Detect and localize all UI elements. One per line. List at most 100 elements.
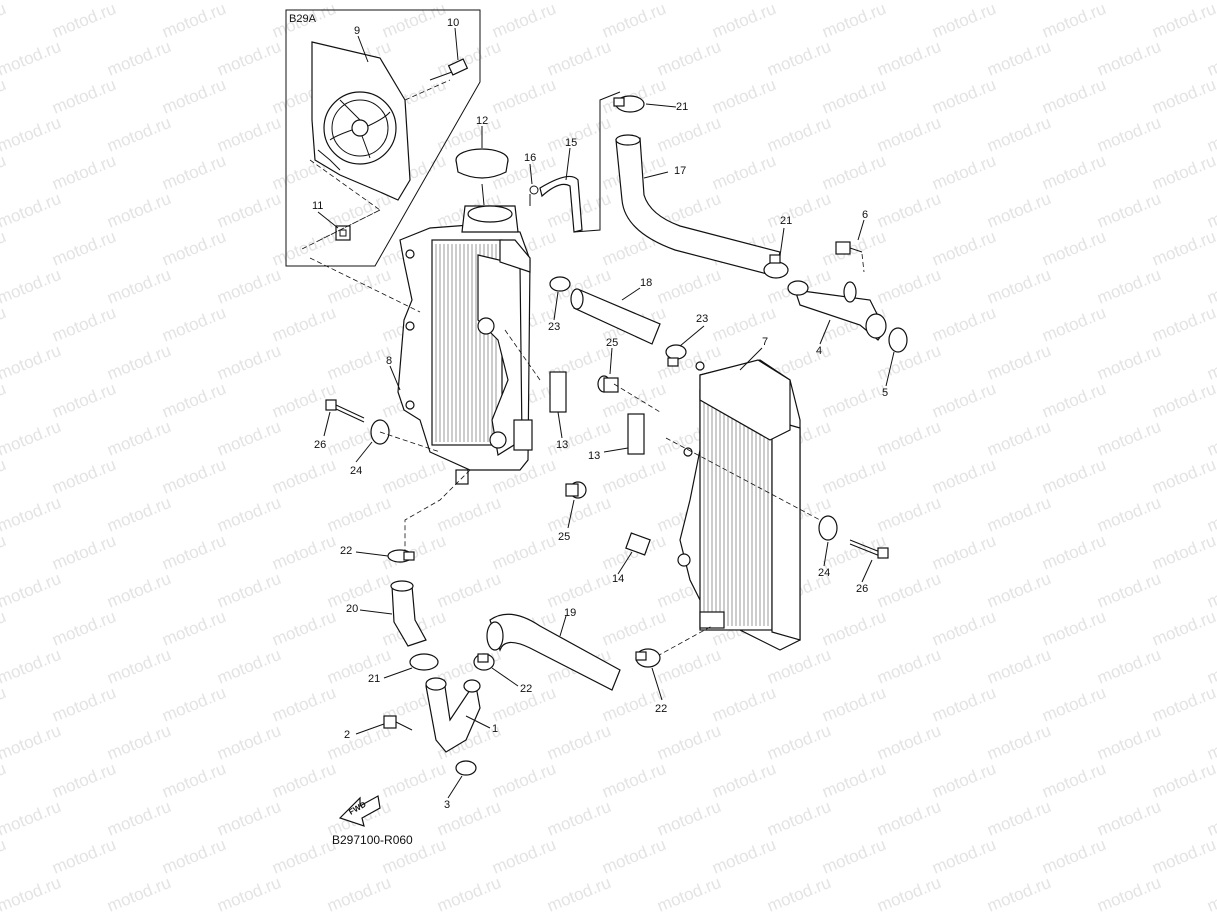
watermark-text: motod.ru <box>929 607 998 650</box>
pad-14-icon <box>625 532 651 556</box>
watermark-text: motod.ru <box>929 379 998 422</box>
watermark-text: motod.ru <box>49 607 118 650</box>
watermark-text: motod.ru <box>1149 0 1217 42</box>
watermark-text: motod.ru <box>1039 531 1108 574</box>
watermark-text: motod.ru <box>104 265 173 308</box>
callout-24-left: 24 <box>350 465 362 477</box>
watermark-text: motod.ru <box>709 683 778 726</box>
callout-13-a: 13 <box>556 439 568 451</box>
watermark-text: motod.ru <box>764 721 833 764</box>
watermark-text: motod.ru <box>929 683 998 726</box>
watermark-text: motod.ru <box>819 607 888 650</box>
watermark-text: motod.ru <box>544 797 613 840</box>
watermark-text: motod.ru <box>0 113 64 156</box>
callout-11: 11 <box>312 200 323 212</box>
watermark-text: motod.ru <box>0 265 64 308</box>
watermark-text: motod.ru <box>929 75 998 118</box>
watermark-text: motod.ru <box>214 493 283 536</box>
watermark-text: motod.ru <box>1149 835 1217 878</box>
watermark-text: motod.ru <box>324 341 393 384</box>
watermark-text: motod.ru <box>0 189 64 232</box>
watermark-text: motod.ru <box>1094 265 1163 308</box>
callout-22-c: 22 <box>655 703 667 715</box>
watermark-text: motod.ru <box>1094 721 1163 764</box>
collar-25-a-icon <box>597 375 619 393</box>
watermark-text: motod.ru <box>874 721 943 764</box>
watermark-text: motod.ru <box>159 0 228 42</box>
left-radiator-leaders <box>309 257 541 550</box>
watermark-text: motod.ru <box>764 37 833 80</box>
watermark-text: motod.ru <box>0 227 9 270</box>
watermark-text: motod.ru <box>1039 0 1108 42</box>
watermark-text: motod.ru <box>104 113 173 156</box>
watermark-text: motod.ru <box>324 873 393 913</box>
watermark-text: motod.ru <box>984 189 1053 232</box>
watermark-text: motod.ru <box>269 455 338 498</box>
watermark-text: motod.ru <box>104 189 173 232</box>
watermark-text: motod.ru <box>434 37 503 80</box>
watermark-text: motod.ru <box>214 417 283 460</box>
watermark-text: motod.ru <box>379 759 448 802</box>
watermark-text: motod.ru <box>489 531 558 574</box>
bolt-26-left-icon <box>325 399 365 423</box>
callout-12: 12 <box>476 115 488 127</box>
watermark-text: motod.ru <box>1039 151 1108 194</box>
callout-15: 15 <box>565 137 577 149</box>
watermark-text: motod.ru <box>1094 37 1163 80</box>
watermark-text: motod.ru <box>214 265 283 308</box>
watermark-text: motod.ru <box>49 683 118 726</box>
watermark-text: motod.ru <box>1039 379 1108 422</box>
watermark-text: motod.ru <box>49 455 118 498</box>
watermark-text: motod.ru <box>159 683 228 726</box>
clamp-21-top-icon <box>613 95 645 113</box>
bolt-6-leader <box>861 253 865 273</box>
left-radiator <box>397 205 533 485</box>
inset-label: B29A <box>289 13 317 25</box>
watermark-text: motod.ru <box>874 645 943 688</box>
watermark-text: motod.ru <box>984 645 1053 688</box>
watermark-text: motod.ru <box>599 0 668 42</box>
watermark-text: motod.ru <box>49 531 118 574</box>
watermark-text: motod.ru <box>159 607 228 650</box>
watermark-text: motod.ru <box>984 873 1053 913</box>
watermark-text: motod.ru <box>654 265 723 308</box>
watermark-text: motod.ru <box>324 493 393 536</box>
watermark-text: motod.ru <box>929 759 998 802</box>
watermark-text: motod.ru <box>159 455 228 498</box>
watermark-text: motod.ru <box>49 151 118 194</box>
watermark-text: motod.ru <box>1204 645 1217 688</box>
watermark-text: motod.ru <box>1094 797 1163 840</box>
clamp-22-b-icon <box>473 653 495 671</box>
watermark-text: motod.ru <box>1204 721 1217 764</box>
watermark-text: motod.ru <box>0 873 64 913</box>
o-ring-3-icon <box>455 760 477 776</box>
hose-19-leader <box>649 625 713 661</box>
watermark-text: motod.ru <box>0 75 9 118</box>
callout-2: 2 <box>344 729 350 741</box>
watermark-text: motod.ru <box>544 721 613 764</box>
watermark-text: motod.ru <box>764 113 833 156</box>
watermark-text: motod.ru <box>1094 0 1163 4</box>
watermark-text: motod.ru <box>0 531 9 574</box>
watermark-text: motod.ru <box>764 873 833 913</box>
watermark-text: motod.ru <box>984 493 1053 536</box>
callout-16: 16 <box>524 152 536 164</box>
watermark-text: motod.ru <box>0 759 9 802</box>
watermark-text: motod.ru <box>599 607 668 650</box>
watermark-text: motod.ru <box>984 265 1053 308</box>
watermark-text: motod.ru <box>1039 227 1108 270</box>
watermark-text: motod.ru <box>654 0 723 4</box>
callout-24-right: 24 <box>818 567 830 579</box>
watermark-text: motod.ru <box>0 303 9 346</box>
watermark-text: motod.ru <box>819 759 888 802</box>
watermark-text: motod.ru <box>324 645 393 688</box>
damper-24-right-icon <box>818 515 838 541</box>
watermark-text: motod.ru <box>874 113 943 156</box>
watermark-text: motod.ru <box>104 341 173 384</box>
callout-19: 19 <box>564 607 576 619</box>
callout-25-a: 25 <box>606 337 618 349</box>
watermark-text: motod.ru <box>1094 417 1163 460</box>
water-pipe-4-icon <box>787 280 887 341</box>
